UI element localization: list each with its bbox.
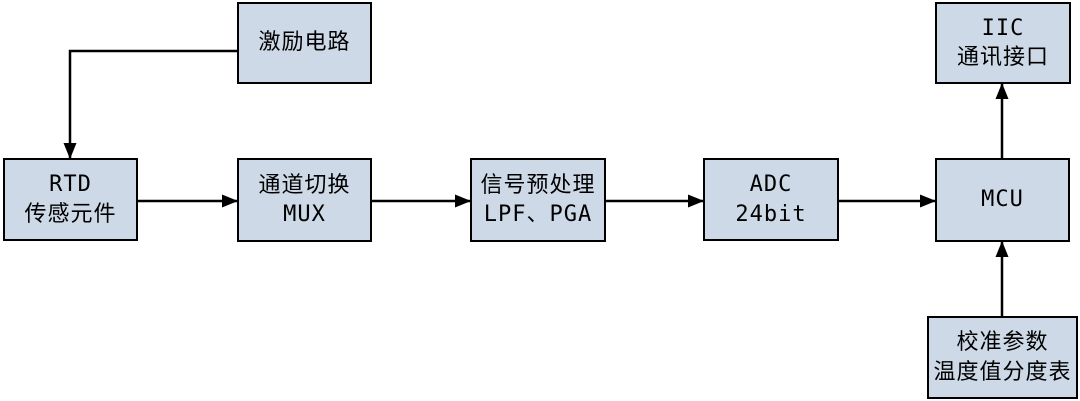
node-label: 通讯接口 <box>956 45 1049 70</box>
node-label: MCU <box>981 187 1024 213</box>
node-label: 24bit <box>735 201 807 227</box>
node-iic-interface: IIC 通讯接口 <box>935 2 1071 84</box>
node-label: MUX <box>283 202 326 227</box>
node-label: 传感元件 <box>24 201 117 227</box>
node-label: 通道切换 <box>258 172 351 198</box>
node-label: LPF、PGA <box>483 202 593 227</box>
node-mcu: MCU <box>935 158 1070 242</box>
node-rtd-sensor: RTD 传感元件 <box>3 158 138 241</box>
node-label: 信号预处理 <box>480 172 596 198</box>
node-label: RTD <box>49 172 92 198</box>
arrow-excitation-to-rtd <box>63 49 237 159</box>
node-label: IIC <box>981 15 1025 41</box>
node-signal-preprocessing: 信号预处理 LPF、PGA <box>470 158 606 242</box>
node-excitation-circuit: 激励电路 <box>237 2 372 84</box>
node-label: 温度值分度表 <box>933 359 1072 385</box>
node-label: 校准参数 <box>956 330 1049 356</box>
node-label: ADC <box>749 172 793 198</box>
node-channel-mux: 通道切换 MUX <box>237 158 372 242</box>
node-calibration-table: 校准参数 温度值分度表 <box>927 316 1078 399</box>
node-label: 激励电路 <box>258 30 351 56</box>
node-adc-24bit: ADC 24bit <box>703 158 839 241</box>
